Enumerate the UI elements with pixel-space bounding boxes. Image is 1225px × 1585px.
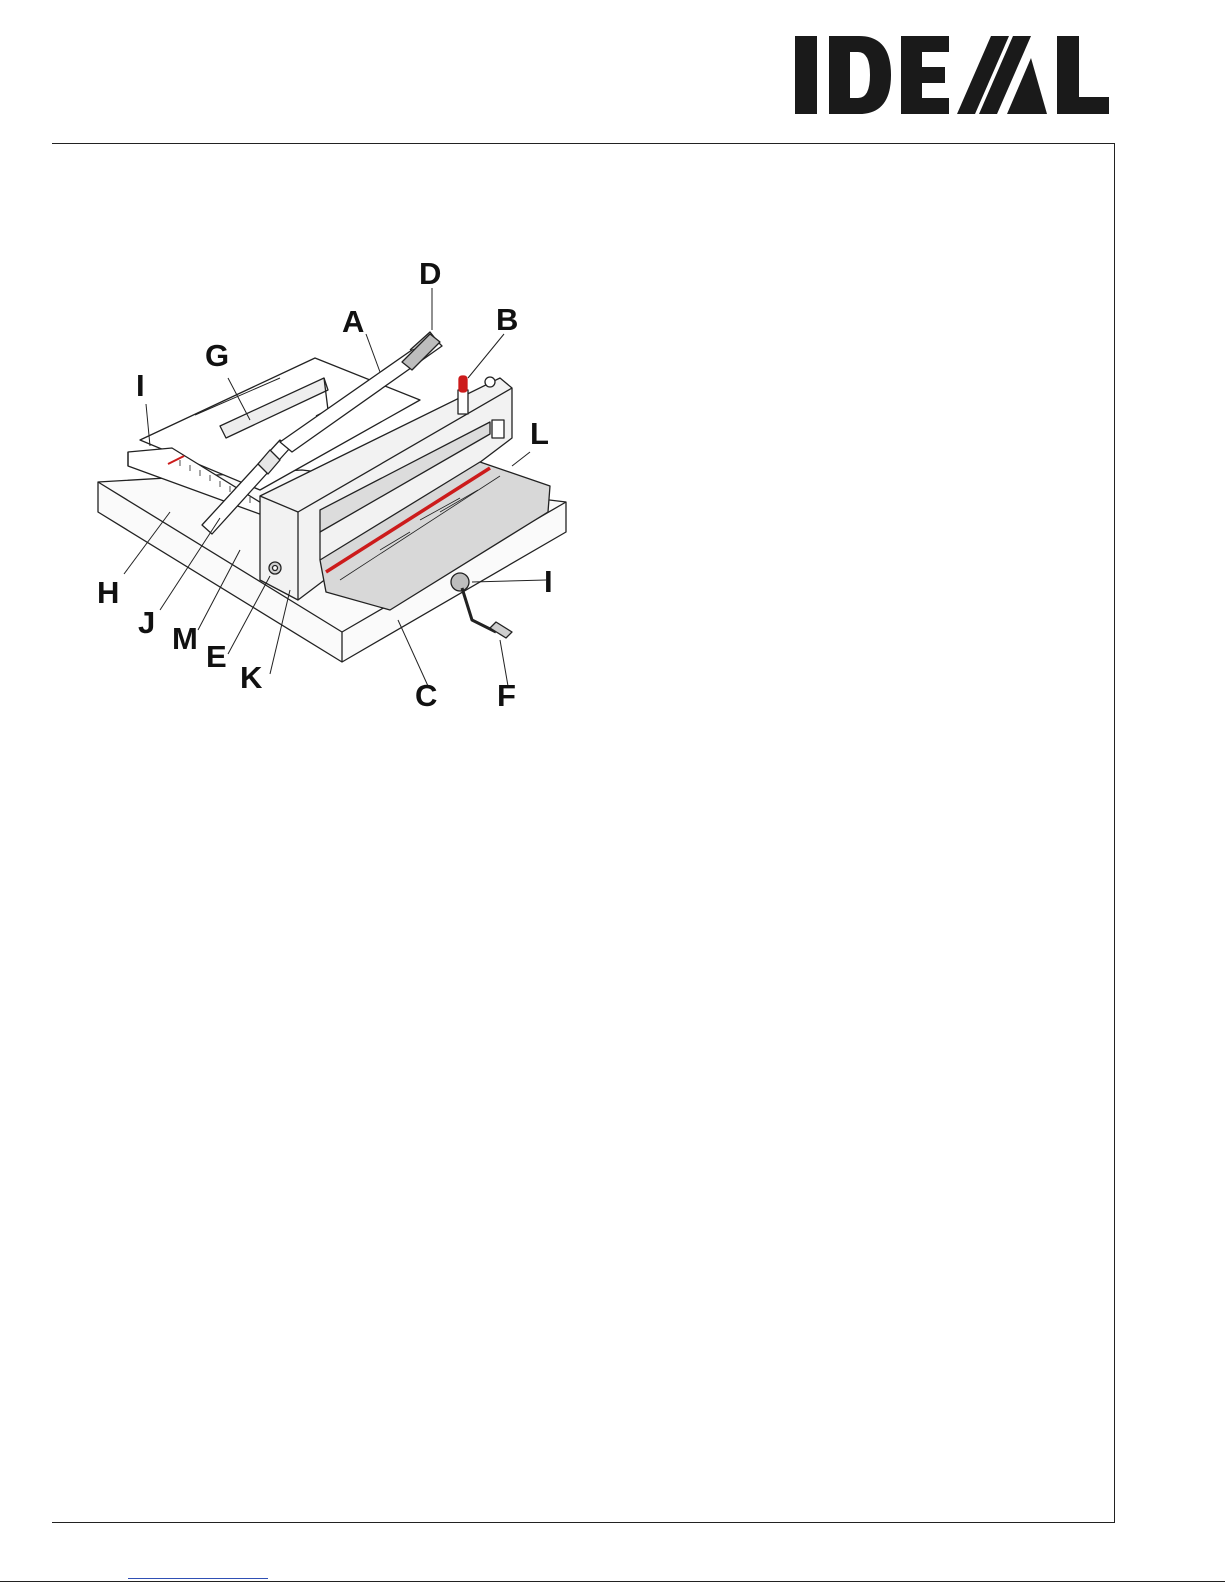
callout-g: G — [205, 340, 229, 371]
footer-rule — [0, 1581, 1225, 1582]
callout-d: D — [419, 258, 441, 289]
callout-a: A — [342, 306, 364, 337]
callout-h: H — [97, 577, 119, 608]
callout-c: C — [415, 680, 437, 711]
callout-i-left: I — [136, 370, 145, 401]
callout-e: E — [206, 641, 227, 672]
ideal-logo — [795, 36, 1115, 116]
callout-b: B — [496, 304, 518, 335]
callout-l: L — [530, 418, 549, 449]
callout-i-right: I — [544, 566, 553, 597]
housing-badge — [492, 420, 504, 438]
callout-m: M — [172, 623, 198, 654]
callout-k: K — [240, 662, 262, 693]
crank-handle — [451, 573, 512, 638]
adjust-knob — [269, 562, 281, 574]
callout-f: F — [497, 680, 516, 711]
callout-j: J — [138, 607, 155, 638]
footer-link-underline — [128, 1578, 268, 1579]
paper-cutter-figure — [80, 250, 600, 730]
